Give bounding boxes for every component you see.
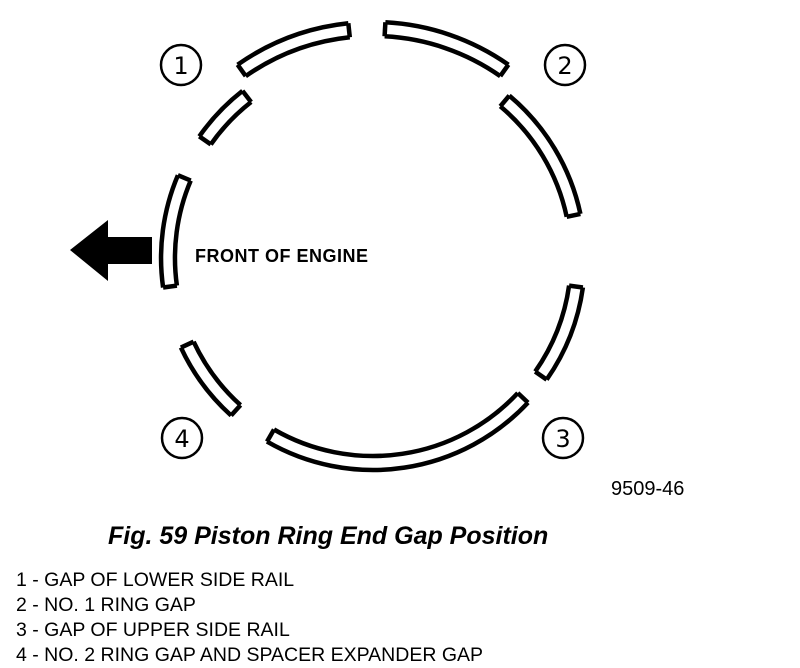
inner-ring-segment-1-inner-edge [208, 100, 253, 146]
outer-ring-segment-2-inner-edge [384, 34, 502, 78]
front-of-engine-label: FRONT OF ENGINE [195, 246, 369, 266]
legend-item-4: 4 - NO. 2 RING GAP AND SPACER EXPANDER G… [16, 644, 484, 666]
inner-ring-segment-2-outer-edge [507, 93, 583, 215]
inner-ring-segment-2-inner-edge [498, 104, 569, 218]
outer-ring-segment-1-end-cap [346, 23, 353, 38]
inner-ring-segment-6-outer-edge [158, 174, 180, 288]
inner-ring-segment-3-start-cap [568, 283, 584, 290]
inner-ring-segment-5-inner-edge [191, 340, 243, 407]
callout-3-number: 3 [555, 425, 570, 453]
inner-ring-segment-3-inner-edge [533, 285, 572, 373]
callout-4: 4 [160, 416, 204, 460]
inner-ring-segment-1-start-cap [198, 134, 213, 147]
inner-ring-segment-3-outer-edge [544, 287, 586, 381]
figure-code-label: 9509-46 [611, 478, 684, 500]
outer-ring-segment-1-start-cap [235, 63, 248, 78]
inner-ring-segment-5-outer-edge [178, 346, 233, 418]
inner-ring-segment-2-end-cap [566, 211, 581, 220]
inner-ring-segment-4-outer-edge [265, 401, 530, 473]
inner-ring-segment-3-end-cap [533, 369, 548, 382]
front-arrow-icon [70, 220, 152, 281]
figure-caption: Fig. 59 Piston Ring End Gap Position [108, 522, 549, 550]
outer-ring-segment-2-end-cap [498, 63, 511, 78]
inner-ring-segment-1-outer-edge [197, 89, 244, 138]
callout-1: 1 [159, 43, 203, 87]
callout-2: 2 [543, 43, 587, 87]
inner-ring-segment-6-inner-edge [172, 179, 193, 286]
callout-4-number: 4 [174, 425, 189, 453]
outer-ring-segment-1-inner-edge [244, 34, 351, 78]
callout-3: 3 [541, 416, 585, 460]
outer-ring-segment-2-start-cap [382, 22, 388, 37]
inner-ring-segment-4-inner-edge [272, 391, 520, 459]
legend-list: 1 - GAP OF LOWER SIDE RAIL 2 - NO. 1 RIN… [16, 568, 483, 668]
inner-ring-segment-6-start-cap [162, 283, 178, 290]
legend-item-2: 2 - NO. 1 RING GAP [16, 594, 196, 616]
inner-ring-segment-4-start-cap [516, 391, 530, 405]
outer-ring-segment-1-outer-edge [236, 21, 349, 67]
legend-item-1: 1 - GAP OF LOWER SIDE RAIL [16, 569, 295, 591]
inner-ring-segment-6-end-cap [177, 173, 192, 183]
inner-ring-segment-5-end-cap [179, 339, 195, 350]
inner-ring-segment-5-start-cap [229, 403, 243, 418]
piston-ring-diagram: FRONT OF ENGINE 1 2 3 4 9509-46 [70, 20, 684, 500]
legend-item-3: 3 - GAP OF UPPER SIDE RAIL [16, 619, 290, 641]
piston-ring-segments [158, 20, 586, 473]
inner-ring-segment-4-end-cap [265, 428, 276, 443]
outer-ring-segment-2-outer-edge [385, 20, 510, 67]
inner-ring-segment-1-end-cap [240, 89, 253, 104]
callout-1-number: 1 [173, 52, 188, 80]
callout-2-number: 2 [557, 52, 572, 80]
inner-ring-segment-2-start-cap [498, 94, 512, 108]
